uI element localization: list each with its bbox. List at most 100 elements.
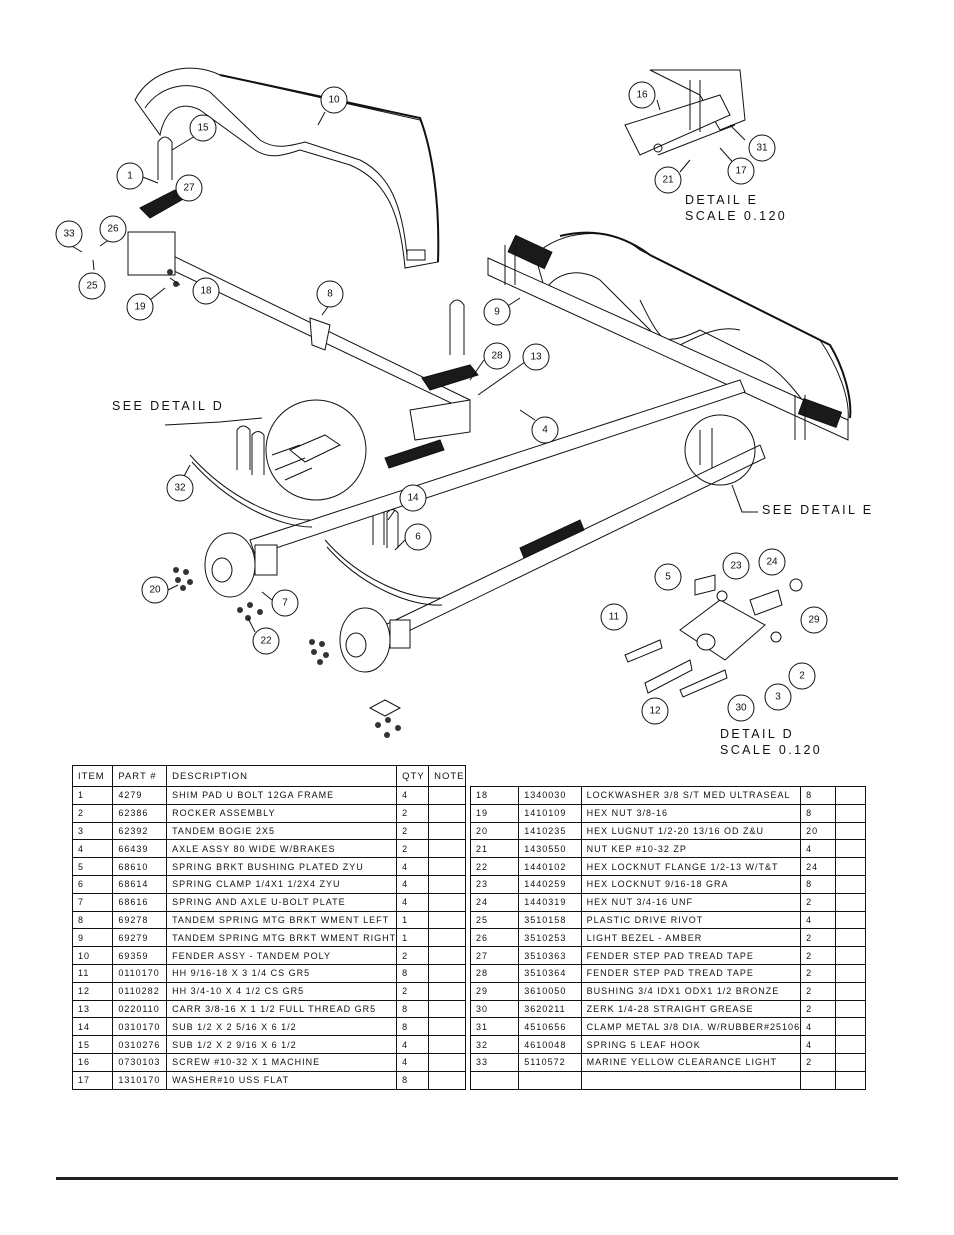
detail-e-inset bbox=[624, 69, 746, 156]
callout-balloon-11: 11 bbox=[600, 603, 628, 631]
callout-number: 24 bbox=[766, 557, 778, 568]
cell-note bbox=[834, 1070, 867, 1090]
cell-description: CARR 3/8-16 X 1 1/2 FULL THREAD GR5 bbox=[166, 999, 398, 1019]
cell-qty: 1 bbox=[396, 928, 430, 948]
cell-item: 19 bbox=[469, 803, 520, 823]
cell-item: 26 bbox=[469, 928, 520, 948]
cell-note bbox=[428, 786, 466, 805]
cell-item: 21 bbox=[469, 839, 520, 859]
callout-balloon-18: 18 bbox=[192, 277, 220, 305]
cell-description: SPRING CLAMP 1/4X1 1/2X4 ZYU bbox=[166, 874, 398, 894]
cell-description: WASHER#10 USS FLAT bbox=[166, 1070, 398, 1090]
cell-description: HEX LOCKNUT FLANGE 1/2-13 W/T&T bbox=[580, 857, 802, 876]
cell-description: ROCKER ASSEMBLY bbox=[166, 803, 398, 823]
cell-note bbox=[428, 1070, 466, 1090]
callout-balloon-26: 26 bbox=[99, 215, 127, 243]
cell-note bbox=[428, 1017, 466, 1037]
cell-note bbox=[834, 928, 867, 948]
cell-part: 62386 bbox=[112, 803, 168, 823]
cell-part: 1410109 bbox=[518, 803, 582, 823]
callout-number: 8 bbox=[327, 289, 333, 300]
nuts bbox=[167, 269, 401, 738]
cell-note bbox=[834, 999, 867, 1019]
fender-left bbox=[134, 67, 440, 269]
callout-balloon-13: 13 bbox=[522, 343, 550, 371]
cell-description: TANDEM SPRING MTG BRKT WMENT LEFT bbox=[166, 910, 398, 930]
cell-part: 62392 bbox=[112, 821, 168, 841]
cell-description: HH 3/4-10 X 4 1/2 CS GR5 bbox=[166, 981, 398, 1001]
cell-description: TANDEM SPRING MTG BRKT WMENT RIGHT bbox=[166, 928, 398, 948]
footer-rule bbox=[56, 1177, 898, 1180]
detail-d-circle bbox=[265, 399, 367, 501]
callout-balloon-9: 9 bbox=[483, 298, 511, 326]
callout-balloon-6: 6 bbox=[404, 523, 432, 551]
cell-part: 1410235 bbox=[518, 821, 582, 841]
callout-balloon-29: 29 bbox=[800, 606, 828, 634]
cell-part: 1430550 bbox=[518, 839, 582, 859]
cell-item: 17 bbox=[71, 1070, 114, 1090]
callout-number: 17 bbox=[735, 166, 747, 177]
cell-note bbox=[428, 839, 466, 859]
cell-item: 3 bbox=[71, 821, 114, 841]
cell-part: 0110170 bbox=[112, 963, 168, 983]
callout-balloon-28: 28 bbox=[483, 342, 511, 370]
cell-item: 22 bbox=[469, 857, 520, 876]
cell-description: ZERK 1/4-28 STRAIGHT GREASE bbox=[580, 999, 802, 1019]
cell-item: 31 bbox=[469, 1017, 520, 1037]
cell-description: TANDEM BOGIE 2X5 bbox=[166, 821, 398, 841]
cell-part: 3510253 bbox=[518, 928, 582, 948]
callout-balloon-3: 3 bbox=[764, 683, 792, 711]
header-item: ITEM bbox=[71, 765, 114, 787]
detail-d-title: DETAIL D bbox=[720, 727, 794, 741]
cell-description: HEX LUGNUT 1/2-20 13/16 OD Z&U bbox=[580, 821, 802, 841]
cell-note bbox=[834, 839, 867, 859]
cell-item: 13 bbox=[71, 999, 114, 1019]
callout-balloon-25: 25 bbox=[78, 272, 106, 300]
cell-part: 68610 bbox=[112, 857, 168, 876]
detail-e-scale: SCALE 0.120 bbox=[685, 209, 787, 223]
header-qty: QTY bbox=[396, 765, 430, 787]
cell-part: 1340030 bbox=[518, 786, 582, 805]
cell-note bbox=[834, 910, 867, 930]
cell-item: 8 bbox=[71, 910, 114, 930]
cell-qty: 4 bbox=[396, 857, 430, 876]
cell-note bbox=[428, 821, 466, 841]
cell-qty: 8 bbox=[396, 999, 430, 1019]
cell-description: AXLE ASSY 80 WIDE W/BRAKES bbox=[166, 839, 398, 859]
callout-balloon-20: 20 bbox=[141, 576, 169, 604]
detail-d-scale: SCALE 0.120 bbox=[720, 743, 822, 757]
cell-note bbox=[428, 963, 466, 983]
detail-e-circle bbox=[684, 414, 756, 486]
cell-item: 16 bbox=[71, 1052, 114, 1072]
header-description: DESCRIPTION bbox=[166, 765, 398, 787]
cell-description: LIGHT BEZEL - AMBER bbox=[580, 928, 802, 948]
detail-d-inset bbox=[624, 574, 803, 698]
callout-balloon-27: 27 bbox=[175, 174, 203, 202]
callout-balloon-23: 23 bbox=[722, 552, 750, 580]
callout-balloon-2: 2 bbox=[788, 662, 816, 690]
callout-number: 11 bbox=[609, 612, 620, 623]
callout-number: 29 bbox=[808, 615, 820, 626]
cell-part: 68616 bbox=[112, 892, 168, 912]
cell-item: 12 bbox=[71, 981, 114, 1001]
cell-part: 1310170 bbox=[112, 1070, 168, 1090]
callout-balloon-17: 17 bbox=[727, 157, 755, 185]
cell-qty: 8 bbox=[800, 874, 836, 894]
cell-description bbox=[580, 1070, 802, 1090]
cell-part: 0310170 bbox=[112, 1017, 168, 1037]
cell-qty: 2 bbox=[800, 1052, 836, 1072]
cell-part: 4279 bbox=[112, 786, 168, 805]
cell-item: 29 bbox=[469, 981, 520, 1001]
cell-part: 3610050 bbox=[518, 981, 582, 1001]
